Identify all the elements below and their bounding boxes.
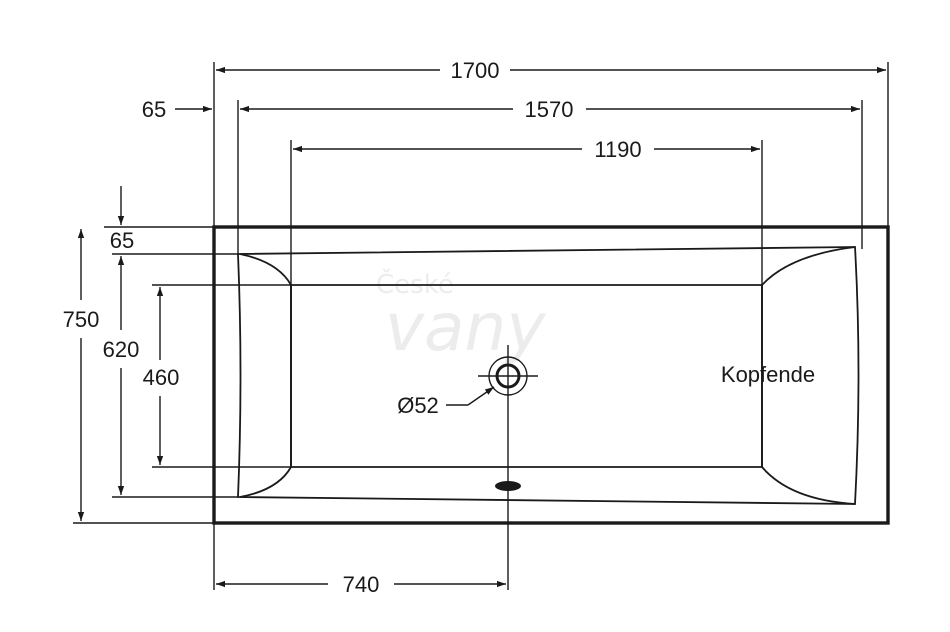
drain-position-label: 740 xyxy=(343,572,380,597)
dim-bottom-width: 460 xyxy=(143,284,291,468)
watermark-line2: vany xyxy=(385,289,546,366)
bottom-width-label: 460 xyxy=(143,365,180,390)
tub-outer-outline xyxy=(212,225,890,525)
drain-symbol xyxy=(478,345,538,590)
dim-rim-offset-top: 65 xyxy=(142,97,212,122)
watermark: České vany xyxy=(376,268,546,366)
dim-rim-offset-side: 65 xyxy=(104,186,238,255)
dim-inner-width: 620 xyxy=(103,256,238,498)
dim-drain-position: 740 xyxy=(213,523,506,597)
dim-overall-length: 1700 xyxy=(213,58,889,227)
overall-length-label: 1700 xyxy=(451,58,500,83)
watermark-line1: České xyxy=(376,268,454,300)
rim-offset-side-label: 65 xyxy=(110,228,134,253)
head-end-label: Kopfende xyxy=(721,362,815,387)
dim-bottom-length: 1190 xyxy=(290,137,763,285)
dim-inner-length: 1570 xyxy=(237,97,863,254)
dim-overall-width: 750 xyxy=(63,229,214,524)
tub-slopes xyxy=(239,246,856,505)
inner-length-label: 1570 xyxy=(525,97,574,122)
inner-width-label: 620 xyxy=(103,337,140,362)
dim-drain-diameter: Ø52 xyxy=(397,386,495,418)
overall-width-label: 750 xyxy=(63,307,100,332)
drain-diameter-label: Ø52 xyxy=(397,393,439,418)
rim-offset-label: 65 xyxy=(142,97,166,122)
bottom-length-label: 1190 xyxy=(594,137,641,162)
